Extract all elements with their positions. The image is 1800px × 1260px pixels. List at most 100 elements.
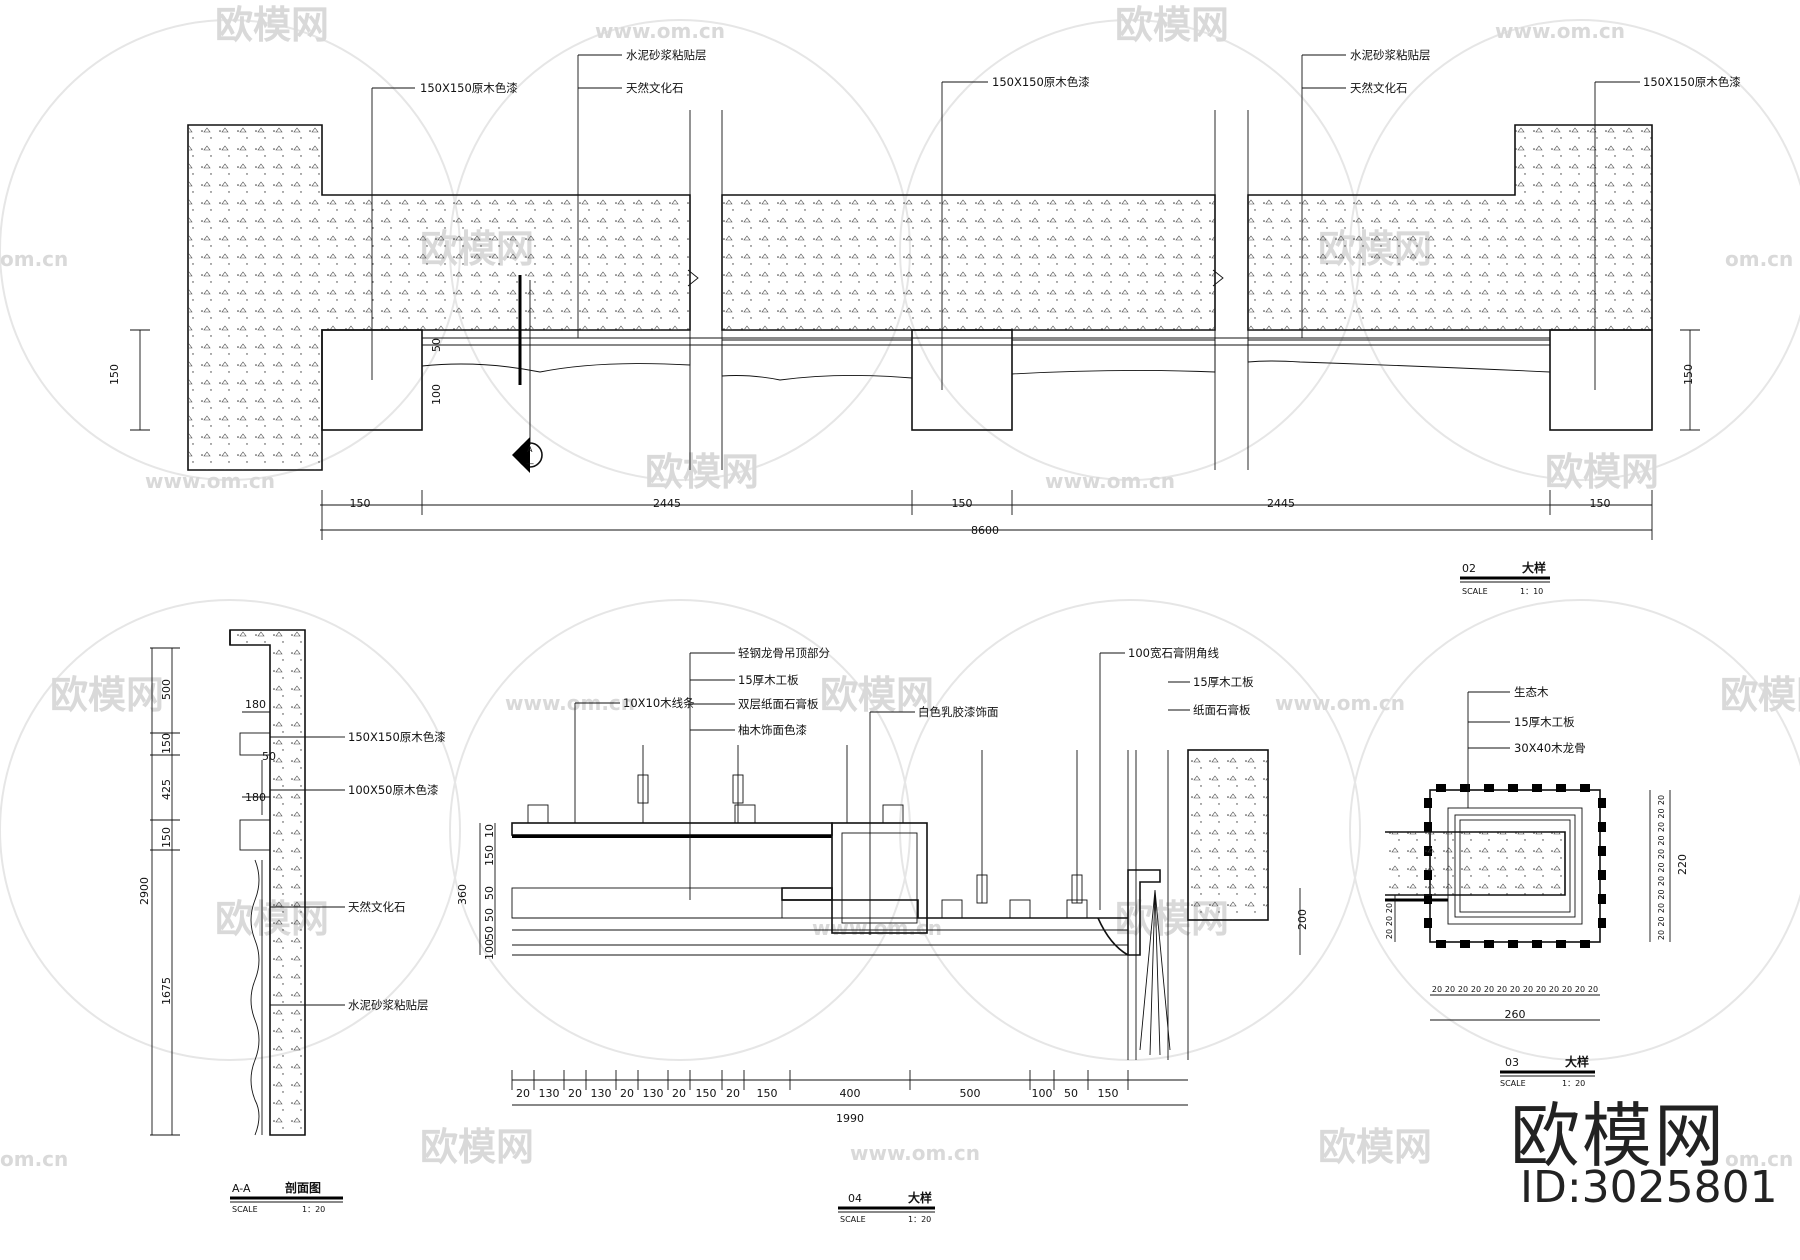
aa-dim-5: 1675 <box>160 977 173 1005</box>
d03-title-no: 03 <box>1505 1056 1519 1069</box>
d03-dim-right: 20 <box>1657 862 1666 872</box>
d04-title: 大样 <box>908 1190 932 1205</box>
d03-dim-bottom: 20 <box>1588 985 1598 994</box>
watermark-url: om.cn <box>0 1147 68 1171</box>
aa-label-4: 水泥砂浆粘贴层 <box>348 998 429 1012</box>
watermark-logo: 欧模网 <box>1720 673 1800 717</box>
aa-dim-4: 150 <box>160 827 173 848</box>
d04-label-1: 10X10木线条 <box>623 696 695 710</box>
d03-dims-left: 20 20 20 <box>1385 903 1394 939</box>
d03-dim-bottom: 20 <box>1523 985 1533 994</box>
watermark-logo: 欧模网 <box>1115 3 1229 47</box>
d04-dim-bottom: 150 <box>696 1087 717 1100</box>
d04-label-4: 双层纸面石膏板 <box>738 697 819 711</box>
d03-dim-left: 20 <box>1385 916 1394 926</box>
d03-dim-bottom: 20 <box>1471 985 1481 994</box>
d03-dim-right: 20 <box>1657 889 1666 899</box>
d04-dim-bottom: 100 <box>1032 1087 1053 1100</box>
d02-dim-side-left: 150 <box>108 364 121 385</box>
d02-dim-2: 2445 <box>653 497 681 510</box>
d02-label-4: 150X150原木色漆 <box>992 75 1090 89</box>
d04-dim-left-2: 150 <box>483 845 496 866</box>
d04-dim-total: 1990 <box>836 1112 864 1125</box>
section-aa-drawing <box>150 629 345 1203</box>
watermark-logo: 欧模网 <box>820 673 934 717</box>
detail-04-labels: 10X10木线条 轻钢龙骨吊顶部分 15厚木工板 双层纸面石膏板 柚木饰面色漆 … <box>456 646 1309 1224</box>
d03-dim-bottom: 20 <box>1484 985 1494 994</box>
d02-dim-3: 150 <box>952 497 973 510</box>
d02-dim-4: 2445 <box>1267 497 1295 510</box>
d02-scale: 1：10 <box>1520 587 1543 596</box>
d03-dim-bottom: 20 <box>1497 985 1507 994</box>
d03-dim-right: 20 <box>1657 849 1666 859</box>
watermark-url: www.om.cn <box>145 469 275 493</box>
d04-dim-bottom: 20 <box>568 1087 582 1100</box>
d03-title: 大样 <box>1565 1054 1589 1069</box>
d04-dim-left-total: 360 <box>456 884 469 905</box>
d02-label-1: 150X150原木色漆 <box>420 81 518 95</box>
d03-scale-label: SCALE <box>1500 1079 1526 1088</box>
d03-label-1: 生态木 <box>1514 685 1549 699</box>
d04-scale-label: SCALE <box>840 1215 866 1224</box>
d03-dim-right: 20 <box>1657 808 1666 818</box>
d03-dim-bottom: 20 <box>1458 985 1468 994</box>
watermark-logo: 欧模网 <box>1545 450 1659 494</box>
d04-dim-bottom: 20 <box>726 1087 740 1100</box>
d03-dim-total: 260 <box>1505 1008 1526 1021</box>
d04-label-9: 纸面石膏板 <box>1193 703 1251 717</box>
d03-dim-right: 20 <box>1657 930 1666 940</box>
watermark-logo: 欧模网 <box>645 450 759 494</box>
d04-dim-bottom: 400 <box>840 1087 861 1100</box>
svg-text:—: — <box>526 459 534 468</box>
d04-dim-bottom: 130 <box>643 1087 664 1100</box>
d03-dim-left: 20 <box>1385 903 1394 913</box>
d03-dim-bottom: 20 <box>1536 985 1546 994</box>
d03-dim-right: 20 <box>1657 835 1666 845</box>
d04-dim-left-5: 50 <box>483 926 496 940</box>
watermark-url: www.om.cn <box>1045 469 1175 493</box>
d03-dim-bottom: 20 <box>1549 985 1559 994</box>
d03-label-3: 30X40木龙骨 <box>1514 741 1586 755</box>
d04-dim-bottom: 20 <box>516 1087 530 1100</box>
detail-02-drawing: A — <box>130 54 1700 583</box>
d03-scale: 1：20 <box>1562 1079 1585 1088</box>
watermark-url: www.om.cn <box>595 19 725 43</box>
aa-label-2: 100X50原木色漆 <box>348 783 438 797</box>
d04-dim-bottom: 20 <box>620 1087 634 1100</box>
watermark-logo: 欧模网 <box>50 673 164 717</box>
d04-dim-left-3: 50 <box>483 886 496 900</box>
d04-dim-bottom: 130 <box>591 1087 612 1100</box>
d02-title-no: 02 <box>1462 562 1476 575</box>
detail-03-drawing <box>1385 691 1671 1077</box>
d02-label-5: 水泥砂浆粘贴层 <box>1350 48 1431 62</box>
d02-label-7: 150X150原木色漆 <box>1643 75 1741 89</box>
d02-dim-5: 150 <box>1590 497 1611 510</box>
watermark-logo: 欧模网 <box>215 3 329 47</box>
section-marker-text: A <box>527 445 533 454</box>
detail-04-drawing <box>479 652 1301 1213</box>
d03-dim-right: 20 <box>1657 916 1666 926</box>
section-marker-arrow <box>512 437 530 473</box>
d02-dim-1: 150 <box>350 497 371 510</box>
aa-title: 剖面图 <box>285 1180 321 1195</box>
d02-dim-50: 50 <box>430 338 443 352</box>
d02-scale-label: SCALE <box>1462 587 1488 596</box>
d04-label-8: 15厚木工板 <box>1193 675 1254 689</box>
d03-dim-bottom: 20 <box>1562 985 1572 994</box>
d03-dim-right: 20 <box>1657 876 1666 886</box>
watermark-url: om.cn <box>0 247 68 271</box>
watermark-logo: 欧模网 <box>420 1125 534 1169</box>
d04-dim-bottom: 130 <box>539 1087 560 1100</box>
d04-label-6: 白色乳胶漆饰面 <box>918 705 999 719</box>
d03-dim-left: 20 <box>1385 929 1394 939</box>
d02-title: 大样 <box>1522 560 1546 575</box>
brand-logo-text: 欧模网 <box>1510 1095 1726 1177</box>
d03-dim-bottom: 20 <box>1575 985 1585 994</box>
d03-dim-bottom: 20 <box>1510 985 1520 994</box>
d02-label-6: 天然文化石 <box>1350 81 1408 95</box>
